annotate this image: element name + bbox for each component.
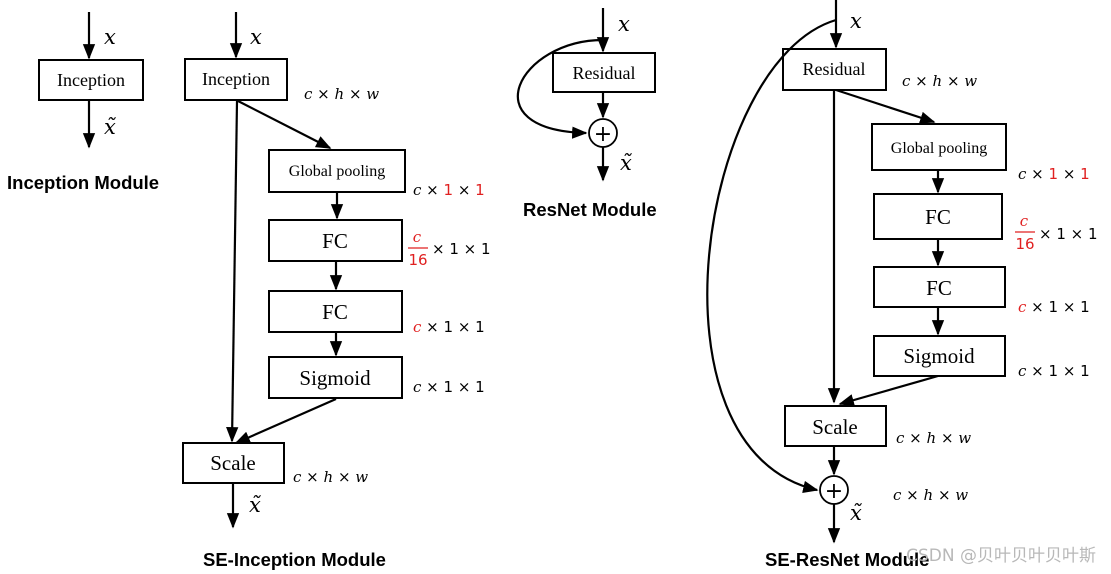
- svg-text:× 1 × 1: × 1 × 1: [432, 240, 491, 258]
- svg-text:× 1 × 1: × 1 × 1: [1039, 225, 1098, 243]
- se-resnet-output-label: x̃: [850, 501, 862, 525]
- se-inception-inception-dim: c × h × w: [304, 85, 379, 103]
- se-inception-caption: SE-Inception Module: [203, 549, 386, 570]
- se-resnet-pool-dim: c × 1 × 1: [1018, 165, 1090, 183]
- svg-text:c: c: [413, 228, 422, 246]
- se-inception-module: x Inception c × h × w Global pooling c ×…: [182, 12, 491, 570]
- se-resnet-skip-connection: [706, 18, 837, 493]
- svg-text:16: 16: [1015, 235, 1034, 253]
- se-inception-fc2-block: [268, 290, 403, 333]
- se-resnet-scale-block: [784, 405, 887, 447]
- se-inception-scale-block: [182, 442, 285, 484]
- se-resnet-residual-label: Residual: [803, 59, 866, 79]
- resnet-module: x Residual + x̃ ResNet Module: [516, 8, 657, 220]
- inception-input-label: x: [104, 25, 116, 49]
- se-resnet-caption: SE-ResNet Module: [765, 549, 929, 570]
- se-resnet-branch-arrow: [835, 88, 936, 124]
- resnet-residual-block: [552, 52, 656, 93]
- se-inception-identity-arrow: [226, 100, 239, 443]
- se-inception-inception-block: [184, 58, 288, 101]
- se-resnet-fc1-block: [873, 193, 1003, 240]
- se-inception-pool-block: [268, 149, 406, 193]
- se-resnet-sigmoid-block: [873, 335, 1006, 377]
- se-inception-branch-arrow: [237, 100, 332, 149]
- se-resnet-residual-dim: c × h × w: [902, 72, 977, 90]
- se-inception-output-label: x̃: [249, 493, 261, 517]
- se-resnet-sigmoid-label: Sigmoid: [903, 344, 975, 368]
- se-resnet-pool-label: Global pooling: [891, 140, 987, 157]
- inception-module: x Inception x̃ Inception Module: [7, 12, 159, 193]
- se-resnet-pool-block: [871, 123, 1007, 171]
- svg-text:16: 16: [408, 251, 427, 269]
- inception-block: [38, 59, 144, 101]
- se-inception-fc1-label: FC: [322, 229, 348, 253]
- inception-output-label: x̃: [104, 115, 116, 139]
- watermark: CSDN @贝叶贝叶贝叶斯: [906, 546, 1096, 566]
- se-inception-fc2-label: FC: [322, 300, 348, 324]
- resnet-caption: ResNet Module: [523, 199, 657, 220]
- resnet-output-label: x̃: [620, 151, 632, 175]
- resnet-skip-connection: [516, 38, 604, 139]
- se-resnet-fc2-block: [873, 266, 1006, 308]
- se-inception-fc1-dim: c 16 × 1 × 1: [408, 228, 491, 269]
- se-inception-scale-label: Scale: [210, 451, 255, 475]
- se-resnet-scale-dim: c × h × w: [896, 429, 971, 447]
- se-resnet-module: x Residual c × h × w Global pooling c × …: [706, 0, 1098, 570]
- se-inception-fc2-dim: c × 1 × 1: [413, 318, 485, 336]
- se-inception-sigmoid-block: [268, 356, 403, 399]
- se-resnet-fc2-dim: c × 1 × 1: [1018, 298, 1090, 316]
- resnet-input-label: x: [618, 12, 630, 36]
- se-resnet-fc2-label: FC: [926, 276, 952, 300]
- se-inception-pool-dim: c × 1 × 1: [413, 181, 485, 199]
- se-resnet-residual-block: [782, 48, 887, 91]
- se-inception-sigmoid-dim: c × 1 × 1: [413, 378, 485, 396]
- se-resnet-add-dim: c × h × w: [893, 486, 968, 504]
- inception-caption: Inception Module: [7, 172, 159, 193]
- se-inception-pool-label: Global pooling: [289, 163, 385, 180]
- resnet-residual-label: Residual: [573, 63, 636, 83]
- se-resnet-fc1-dim: c 16 × 1 × 1: [1015, 212, 1098, 253]
- se-resnet-add-icon: +: [825, 479, 843, 504]
- resnet-add-icon: +: [594, 122, 612, 147]
- se-inception-sigmoid-label: Sigmoid: [299, 366, 371, 390]
- se-inception-inception-label: Inception: [202, 69, 270, 89]
- se-resnet-arrow-sig-scale: [838, 374, 939, 407]
- se-resnet-scale-label: Scale: [812, 415, 857, 439]
- inception-block-label: Inception: [57, 70, 125, 90]
- se-inception-arrow-sig-scale: [234, 397, 337, 445]
- se-resnet-fc1-label: FC: [925, 205, 951, 229]
- se-resnet-sigmoid-dim: c × 1 × 1: [1018, 362, 1090, 380]
- se-inception-input-label: x: [250, 25, 262, 49]
- svg-text:c: c: [1020, 212, 1029, 230]
- se-inception-scale-dim: c × h × w: [293, 468, 368, 486]
- se-resnet-input-label: x: [850, 9, 862, 33]
